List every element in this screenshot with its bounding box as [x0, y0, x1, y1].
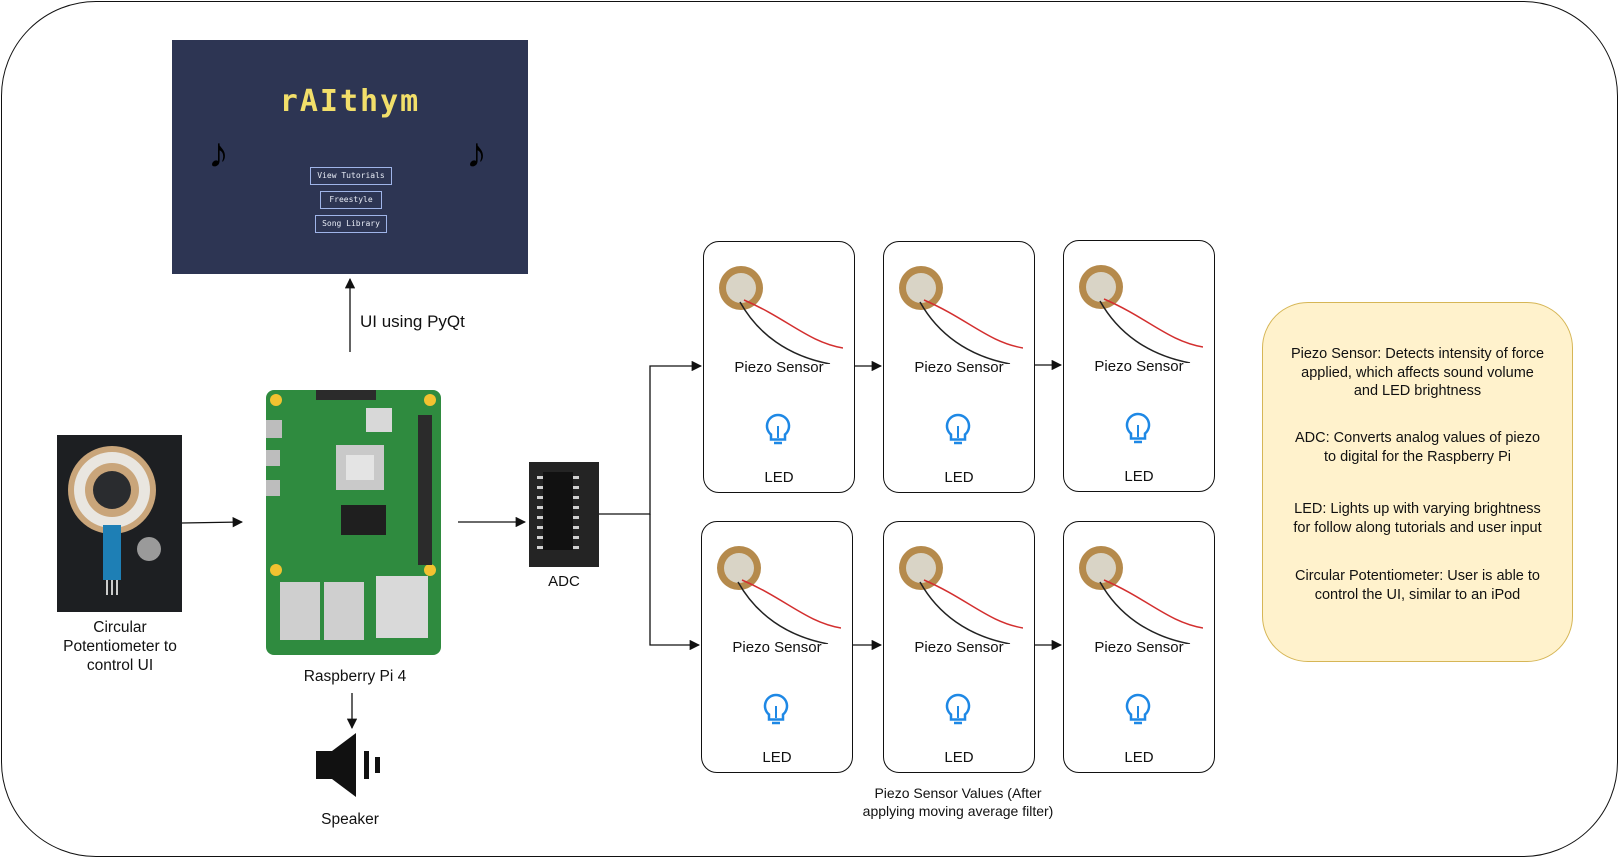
light-bulb-icon [1125, 693, 1151, 725]
raspberry-pi-board-icon [266, 390, 436, 640]
piezo-sensor-icon [719, 266, 843, 364]
raspberry-pi-photo [266, 390, 441, 655]
song-library-button[interactable]: Song Library [315, 215, 387, 233]
piezo-sensor-label: Piezo Sensor [914, 639, 1004, 656]
led-label: LED [944, 469, 974, 486]
wire-adc-branch-low [649, 514, 701, 651]
sensor-card: Piezo Sensor LED [1063, 240, 1215, 492]
sensor-card: Piezo Sensor LED [701, 521, 853, 773]
legend-led: LED: Lights up with varying brightness f… [1293, 501, 1542, 536]
adc-label: ADC [548, 573, 580, 590]
sensor-values-caption: Piezo Sensor Values (After applying movi… [862, 785, 1054, 819]
led-label: LED [1124, 749, 1154, 766]
light-bulb-icon [1125, 412, 1151, 444]
speaker-label: Speaker [321, 811, 379, 828]
legend-box: Piezo Sensor: Detects intensity of force… [1262, 302, 1573, 662]
music-note-icon: ♪ [466, 129, 487, 176]
potentiometer-label: Circular Potentiometer to control UI [63, 619, 177, 674]
piezo-sensor-icon [717, 546, 841, 644]
wire-adc-branch [599, 360, 703, 515]
music-note-icon: ♪ [208, 129, 229, 176]
piezo-sensor-label: Piezo Sensor [732, 639, 822, 656]
sensor-card: Piezo Sensor LED [883, 241, 1035, 493]
freestyle-button[interactable]: Freestyle [320, 191, 382, 209]
adc-photo [529, 462, 599, 567]
led-label: LED [762, 749, 792, 766]
light-bulb-icon [763, 693, 789, 725]
potentiometer-photo [57, 435, 182, 612]
piezo-sensor-label: Piezo Sensor [1094, 639, 1184, 656]
piezo-sensor-label: Piezo Sensor [1094, 358, 1184, 375]
legend-adc: ADC: Converts analog values of piezo to … [1294, 430, 1541, 465]
led-label: LED [1124, 468, 1154, 485]
light-bulb-icon [945, 693, 971, 725]
piezo-sensor-label: Piezo Sensor [914, 359, 1004, 376]
ui-screenshot: rAIthym ♪ ♪ View Tutorials Freestyle Son… [172, 40, 528, 274]
piezo-sensor-icon [899, 266, 1023, 364]
ui-app-title: rAIthym [279, 84, 421, 119]
piezo-sensor-icon [899, 546, 1023, 644]
adc-chip-icon [537, 472, 579, 550]
sensor-card: Piezo Sensor LED [1063, 521, 1215, 773]
potentiometer-icon [68, 446, 161, 595]
piezo-sensor-icon [1079, 265, 1203, 363]
light-bulb-icon [945, 413, 971, 445]
led-label: LED [944, 749, 974, 766]
raspberry-pi-label: Raspberry Pi 4 [303, 668, 407, 685]
speaker-icon [316, 733, 380, 797]
arrow-pot-to-pi [181, 516, 244, 528]
sensor-card: Piezo Sensor LED [703, 241, 855, 493]
view-tutorials-button[interactable]: View Tutorials [310, 167, 392, 185]
piezo-sensor-label: Piezo Sensor [734, 359, 824, 376]
legend-potentiometer: Circular Potentiometer: User is able to … [1295, 568, 1540, 603]
ui-arrow-label: UI using PyQt [360, 312, 465, 331]
piezo-sensor-icon [1079, 546, 1203, 644]
light-bulb-icon [765, 413, 791, 445]
sensor-card: Piezo Sensor LED [883, 521, 1035, 773]
led-label: LED [764, 469, 794, 486]
legend-piezo: Piezo Sensor: Detects intensity of force… [1290, 346, 1545, 399]
